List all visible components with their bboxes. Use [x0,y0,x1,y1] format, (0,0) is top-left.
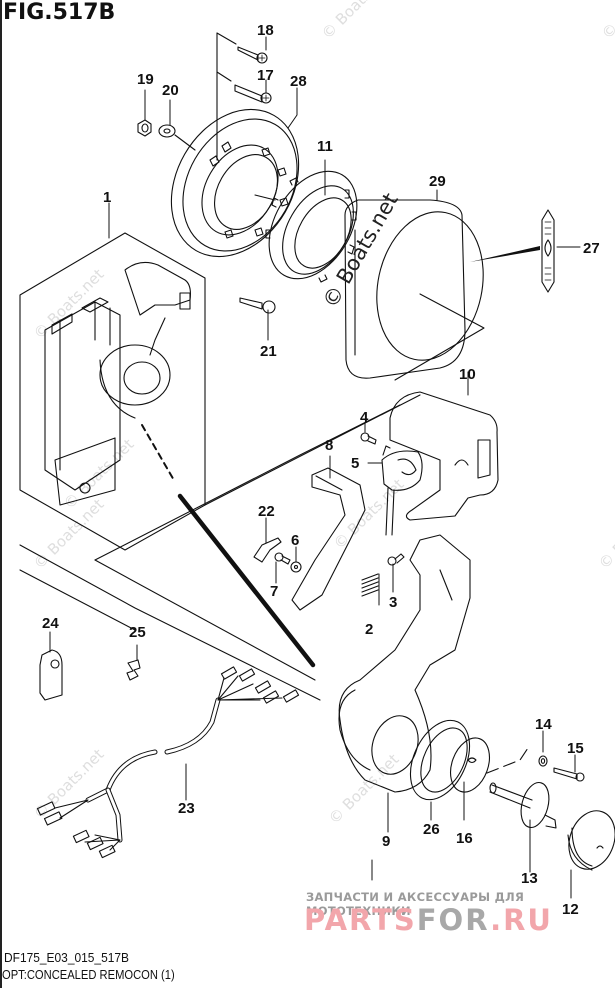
part-25-clip[interactable] [126,659,141,681]
model-code: DF175_E03_015_517B [4,950,130,965]
figure-caption: OPT:CONCEALED REMOCON (1) [2,967,175,982]
callout-labels: 1 2 3 4 5 6 7 8 9 10 11 12 13 14 15 16 1… [42,22,600,918]
callout-10: 10 [459,366,476,383]
callout-26: 26 [423,821,440,838]
part-18-screw[interactable] [237,46,268,64]
part-16-plate[interactable] [444,733,531,798]
callout-22: 22 [258,503,275,520]
part-22-clip[interactable] [253,537,282,563]
part-12-knob[interactable] [561,804,615,875]
callout-13: 13 [521,870,538,887]
callout-16: 16 [456,830,473,847]
part-23-wire-harness[interactable] [36,666,300,859]
callout-11: 11 [317,138,333,155]
callout-4: 4 [360,409,369,426]
part-8-lever-bracket[interactable] [291,467,366,611]
callout-leader-lines [49,36,581,899]
callout-21: 21 [260,343,277,360]
part-6-washer[interactable] [290,561,302,573]
callout-5: 5 [351,455,359,472]
callout-25: 25 [129,624,146,641]
part-3-bolt[interactable] [387,553,405,566]
callout-14: 14 [535,716,552,733]
logo-part-b: FOR [416,903,491,937]
part-29-gasket[interactable] [344,199,496,381]
part-15-screw[interactable] [553,767,585,782]
callout-28: 28 [290,73,307,90]
part-27-clip[interactable] [541,209,555,293]
callout-29: 29 [429,173,446,190]
callout-17: 17 [257,67,274,84]
figure-title: FIG.517B [3,0,116,25]
part-5-detent[interactable] [381,445,423,536]
part-19-nut[interactable] [137,119,152,137]
part-7-screw[interactable] [274,552,291,565]
part-1-remote-control-box[interactable] [19,232,206,551]
callout-3: 3 [389,594,397,611]
part-26-ring[interactable] [399,711,482,809]
callout-6: 6 [291,532,299,549]
part-9-lever[interactable] [338,534,471,793]
callout-19: 19 [137,71,154,88]
part-14-washer[interactable] [538,755,548,767]
callout-23: 23 [178,800,195,817]
callout-20: 20 [162,82,179,99]
watermark-partsfor-logo: PARTSFOR.RU [304,903,553,937]
part-21-screw[interactable] [239,297,276,314]
part-4-bolt[interactable] [360,432,377,445]
part-10-cover[interactable] [389,391,499,521]
part-11-toothed-ring[interactable] [251,156,375,294]
callout-15: 15 [567,740,584,757]
pointer-bar [177,493,316,668]
callout-8: 8 [325,437,333,454]
callout-27: 27 [583,240,600,257]
callout-2: 2 [365,621,373,638]
part-13-shaft[interactable] [489,779,557,830]
callout-24: 24 [42,615,59,632]
part-24-holder[interactable] [39,649,63,701]
watermark-tagline: ЗАПЧАСТИ И АКСЕССУАРЫ ДЛЯ МОТОТЕХНИКИ [306,890,525,918]
callout-7: 7 [270,583,278,600]
assembly-frame-lines [19,394,421,701]
part-28-mounting-plate[interactable] [146,86,324,279]
callout-9: 9 [382,833,390,850]
callout-18: 18 [257,22,274,39]
part-2-spring[interactable] [361,573,379,597]
logo-part-a: PARTS [304,903,417,937]
callout-12: 12 [562,901,579,918]
left-border [0,0,2,988]
part-20-washer[interactable] [158,124,196,151]
callout-1: 1 [103,189,111,206]
logo-part-c: .RU [490,903,553,937]
